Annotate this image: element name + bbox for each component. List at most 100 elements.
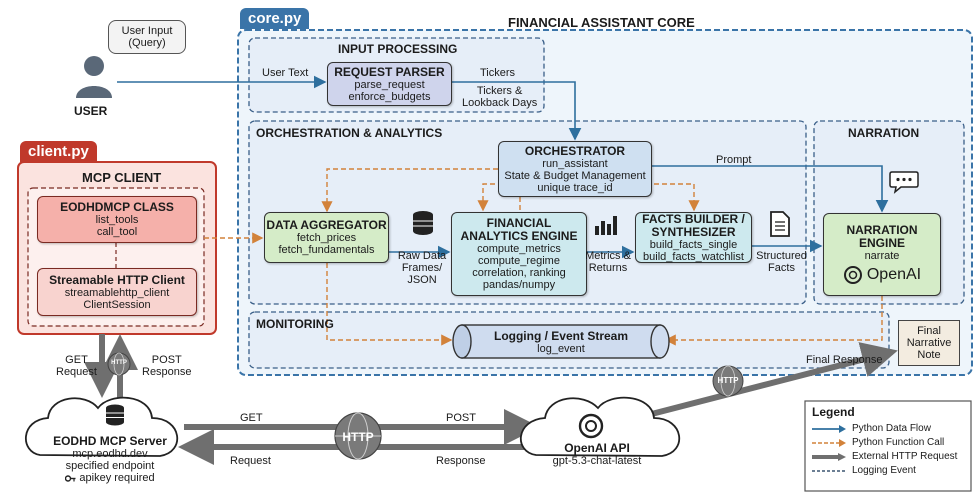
http-globe-small-icon: [107, 352, 131, 376]
eodhd-server-title: EODHD MCP Server: [53, 434, 167, 448]
eodhd-class-line-2: call_tool: [96, 226, 138, 238]
orchestrator-line-2: State & Budget Management: [504, 169, 646, 182]
logging-cylinder: [452, 324, 670, 359]
data-aggregator-line-1: fetch_prices: [296, 232, 357, 244]
request-label: Request: [230, 455, 271, 467]
get-request-label: GET Request: [56, 354, 97, 378]
http-globe-right-label: HTTP: [717, 376, 739, 385]
legend-function-call-swatch: [812, 439, 846, 447]
facts-builder-line-1: build_facts_single: [649, 238, 738, 251]
get-label: GET: [240, 412, 263, 424]
analytics-engine-line-4: pandas/numpy: [482, 279, 556, 291]
final-response-label: Final Response: [806, 354, 883, 366]
openai-api-icon: [578, 413, 604, 439]
data-aggregator-line-2: fetch_fundamentals: [278, 244, 375, 256]
orchestration-title: ORCHESTRATION & ANALYTICS: [256, 126, 443, 140]
request-parser-line-2: enforce_budgets: [348, 90, 431, 103]
user-label: USER: [74, 104, 108, 118]
tickers-lookback-label: Tickers & Lookback Days: [462, 85, 538, 109]
legend-item-http: External HTTP Request: [812, 450, 968, 464]
legend-box: [804, 400, 972, 492]
orchestrator-line-1: run_assistant: [542, 157, 608, 170]
logging-node: Logging / Event Stream log_event: [470, 327, 652, 357]
analytics-engine-line-2: compute_regime: [478, 255, 560, 267]
eodhd-server-line-3: apikey required: [79, 472, 155, 484]
user-text-label: User Text: [262, 67, 309, 79]
prompt-label: Prompt: [716, 154, 752, 166]
legend-item-logging: Logging Event: [812, 464, 968, 478]
http-globe-right-icon: [712, 365, 744, 397]
eodhd-class-title: EODHDMCP CLASS: [60, 200, 174, 214]
data-aggregator-title: DATA AGGREGATOR: [266, 218, 387, 232]
input-processing-title: INPUT PROCESSING: [338, 42, 458, 56]
narration-engine-node: NARRATION ENGINE narrate OpenAI: [823, 213, 941, 296]
http-client-node: Streamable HTTP Client streamablehttp_cl…: [37, 268, 197, 316]
analytics-engine-line-1: compute_metrics: [477, 243, 561, 255]
database-icon: [413, 211, 433, 235]
analytics-engine-line-3: correlation, ranking: [472, 267, 566, 279]
http-globe-center-icon: [334, 412, 382, 460]
raw-data-label: Raw Data Frames/ JSON: [397, 250, 447, 286]
chat-bubble-icon: [889, 171, 919, 194]
request-parser-line-1: parse_request: [354, 78, 425, 91]
facts-builder-title: FACTS BUILDER / SYNTHESIZER: [642, 211, 745, 239]
legend: Legend Python Data Flow Python Function …: [812, 405, 968, 478]
bar-chart-icon: [595, 216, 617, 235]
http-globe-small-label: HTTP: [111, 360, 127, 366]
eodhd-class-line-1: list_tools: [95, 214, 139, 226]
orchestrator-node: ORCHESTRATOR run_assistant State & Budge…: [498, 141, 652, 197]
analytics-engine-node: FINANCIAL ANALYTICS ENGINE compute_metri…: [451, 212, 587, 296]
user-icon: [76, 56, 112, 98]
client-tab: client.py: [20, 141, 97, 162]
legend-item-data-flow: Python Data Flow: [812, 422, 968, 436]
final-narrative-note: Final Narrative Note: [898, 320, 960, 366]
response-label: Response: [436, 455, 486, 467]
legend-item-function-call: Python Function Call: [812, 436, 968, 450]
narration-engine-line-1: narrate: [864, 250, 900, 262]
http-client-line-1: streamablehttp_client: [64, 286, 170, 299]
legend-logging-swatch: [812, 470, 846, 472]
facts-builder-line-2: build_facts_watchlist: [643, 250, 744, 263]
eodhd-server-line-2: specified endpoint: [65, 460, 155, 472]
openai-api-text: OpenAI API gpt-5.3-chat-latest: [538, 441, 656, 468]
openai-api-title: OpenAI API: [564, 441, 630, 455]
metrics-label: Metrics & Returns: [585, 250, 631, 274]
document-icon: [770, 211, 790, 237]
tickers-label: Tickers: [480, 67, 516, 79]
data-aggregator-node: DATA AGGREGATOR fetch_prices fetch_funda…: [264, 212, 389, 263]
narration-title: NARRATION: [848, 126, 920, 140]
http-client-line-2: ClientSession: [83, 298, 151, 311]
eodhd-class-node: EODHDMCP CLASS list_tools call_tool: [37, 196, 197, 243]
key-icon: [65, 474, 76, 482]
legend-title: Legend: [812, 405, 855, 419]
legend-data-flow-swatch: [812, 425, 846, 433]
mcp-client-title: MCP CLIENT: [82, 170, 162, 185]
eodhd-server-apikey-row: apikey required: [65, 472, 155, 484]
structured-facts-label: Structured Facts: [756, 250, 807, 274]
eodhd-cloud: [24, 396, 178, 457]
facts-builder-node: FACTS BUILDER / SYNTHESIZER build_facts_…: [635, 212, 752, 263]
http-globe-center-label: HTTP: [342, 430, 374, 444]
logging-line-1: log_event: [537, 342, 585, 355]
request-parser-title: REQUEST PARSER: [334, 64, 445, 79]
legend-label-function-call: Python Function Call: [852, 437, 945, 448]
logging-title: Logging / Event Stream: [493, 328, 628, 343]
analytics-engine-title: FINANCIAL ANALYTICS ENGINE: [460, 216, 578, 243]
server-db-icon: [106, 404, 124, 426]
post-response-label: POST Response: [142, 354, 192, 378]
core-tab: core.py: [240, 8, 310, 29]
eodhd-server-text: EODHD MCP Server mcp.eodhd.dev specified…: [40, 434, 180, 485]
legend-http-swatch: [812, 453, 846, 461]
openai-logo-text: OpenAI: [866, 266, 922, 283]
orchestrator-line-3: unique trace_id: [537, 181, 613, 194]
legend-label-http: External HTTP Request: [852, 451, 958, 462]
openai-icon: [843, 266, 862, 284]
narration-engine-title: NARRATION ENGINE: [846, 223, 918, 250]
openai-api-line-1: gpt-5.3-chat-latest: [552, 455, 642, 467]
eodhd-server-line-1: mcp.eodhd.dev: [72, 448, 148, 460]
core-title: FINANCIAL ASSISTANT CORE: [508, 15, 695, 30]
user-input-bubble: User Input (Query): [108, 20, 186, 54]
post-label: POST: [446, 412, 476, 424]
openai-logo: OpenAI: [843, 265, 921, 285]
